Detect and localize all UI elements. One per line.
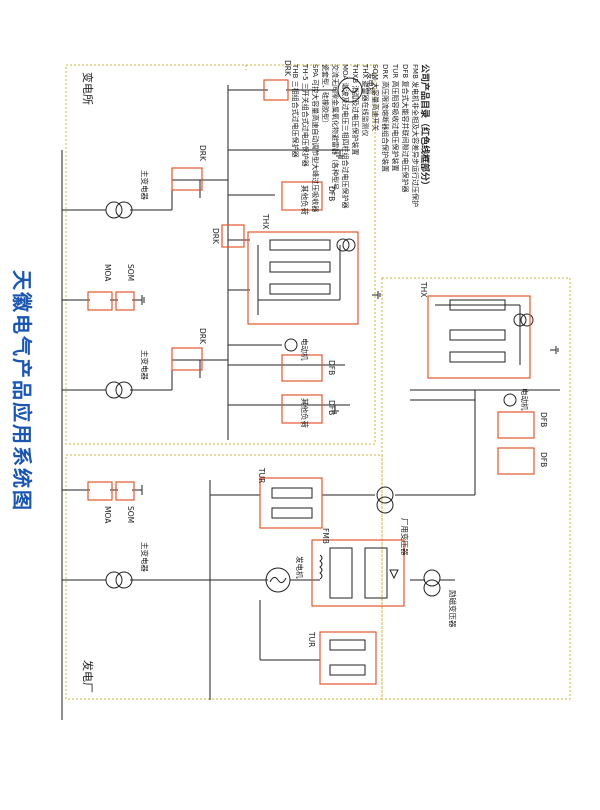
- motor-substation-label: 电动机: [300, 338, 309, 361]
- catalog-item: DRK 高压限流熔断器组合保护装置: [381, 64, 389, 173]
- moa-substation-label: MOA: [103, 264, 112, 282]
- dfb-plant-label-2: DFB: [539, 452, 548, 468]
- catalog-item: TH-5 三开关组合式过电压保护器: [301, 64, 309, 167]
- plant-main-transformer-label: 主变电器: [140, 542, 149, 572]
- catalog-item: SPA 可控大容量高速自动调节型大峰过压吸收器: [311, 64, 319, 213]
- plant-extension-region: [381, 277, 571, 700]
- plant-motor-label: 电动机: [520, 388, 529, 411]
- drk-lower-frame: [171, 347, 203, 371]
- aux-transformer-label: 厂用变压器: [400, 518, 409, 556]
- som-substation-label: SOM: [126, 264, 135, 282]
- moa-substation-frame: [87, 291, 113, 311]
- drk-upper-frame: [171, 167, 203, 191]
- substation-upper-transformer-label: 主变电器: [140, 170, 149, 200]
- top-generator-symbol: [337, 77, 363, 103]
- substation-upper-transformer: [105, 201, 123, 219]
- moa-plant-frame: [87, 481, 113, 501]
- other-load-lower-label: 其他负荷: [300, 398, 309, 428]
- drk-middle-frame: [221, 224, 245, 248]
- moa-plant-label: MOA: [103, 506, 112, 524]
- substation-lower-transformer-label: 主变电器: [140, 350, 149, 380]
- plant-generator-label: 发电机: [295, 556, 304, 579]
- thx-substation-label: THX: [261, 214, 270, 230]
- catalog-list: FMB 发电机非全相及大容差异步运行过压保护 DFB 复合式大能容并联间隙过电压…: [290, 64, 420, 212]
- drk-top-frame: [263, 79, 289, 101]
- substation-lower-transformer: [105, 381, 123, 399]
- som-plant-label: SOM: [126, 506, 135, 524]
- catalog-title: 公司产品目录（红色线框部分）: [419, 64, 429, 191]
- thx-plant-label: THX: [419, 282, 428, 298]
- dfb-plant-frame-1: [497, 411, 535, 439]
- tur-top-label: TUR: [257, 468, 266, 484]
- dfb-plant-label-1: DFB: [539, 412, 548, 428]
- thx-plant-frame: [427, 295, 531, 379]
- tur-bottom-label: TUR: [307, 632, 316, 648]
- excitation-transformer-label: 励磁变压器: [448, 590, 457, 628]
- thx-substation-frame: [247, 231, 359, 325]
- tur-top-frame: [259, 477, 323, 529]
- plant-motor: [503, 393, 517, 407]
- catalog-item: MOA 谐波及过电压三相四柱组合过电压保护器: [341, 64, 349, 209]
- catalog-item: TUR 高压阻容吸收过电压保护装置: [391, 64, 399, 172]
- substation-motor: [284, 338, 298, 352]
- other-load-lower-frame: [281, 394, 323, 424]
- catalog-item: FMB 发电机非全相及大容差异步运行过压保护: [411, 64, 419, 208]
- fmb-label: FMB: [321, 528, 330, 544]
- dfb-plant-frame-2: [497, 447, 535, 475]
- dfb-substation-frame: [281, 354, 323, 382]
- dfb-lower-label: DFB: [327, 400, 336, 416]
- catalog-item: THX 避雷器在线监测仪: [361, 64, 369, 137]
- plant-title: 发电厂: [81, 660, 94, 693]
- catalog-item: THXB 消弧及过电压保护装置: [351, 64, 359, 156]
- drk-upper-label: DRK: [198, 145, 207, 161]
- plant-region: [65, 454, 383, 700]
- plant-generator-symbol: [265, 567, 291, 593]
- drk-middle-label: DRK: [211, 228, 220, 244]
- fmb-frame: [311, 539, 405, 607]
- catalog-item: DFB 复合式大能容并联间隙过电压保护器: [401, 64, 409, 193]
- other-load-upper-frame: [281, 181, 323, 211]
- catalog-item: 交流无间隙金属氧化物避雷器（各种型号、: [331, 64, 339, 197]
- excitation-transformer: [423, 569, 441, 587]
- catalog-item: 瓷套型、硅橡胶型）: [321, 64, 329, 127]
- catalog-item: THB 三相组合式过电压保护器: [291, 64, 299, 158]
- plant-main-transformer: [105, 571, 123, 589]
- som-substation-frame: [115, 291, 135, 311]
- dfb-middle-label: DFB: [327, 360, 336, 376]
- som-plant-frame: [115, 481, 135, 501]
- drk-lower-label: DRK: [198, 328, 207, 344]
- tur-bottom-frame: [319, 631, 377, 685]
- catalog-item: SOM 大容量高速开关: [371, 64, 379, 132]
- aux-transformer: [376, 486, 394, 504]
- substation-title: 变电所: [81, 72, 94, 105]
